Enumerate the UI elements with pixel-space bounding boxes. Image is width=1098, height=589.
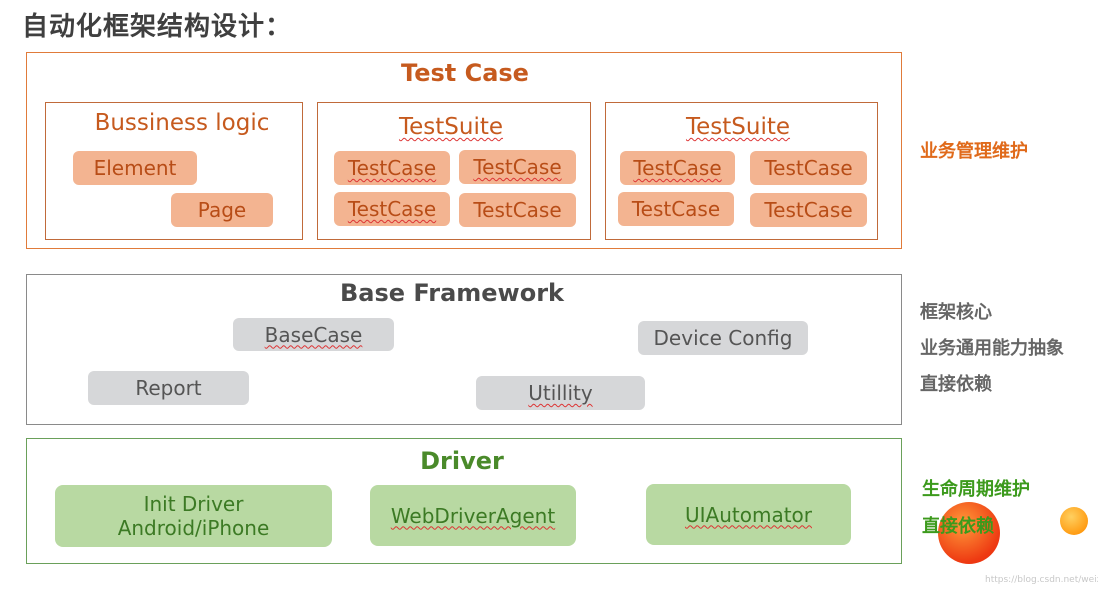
init-driver-platform-label: Android/iPhone: [117, 516, 270, 540]
report-chip: Report: [88, 371, 249, 405]
business-logic-title: Bussiness logic: [94, 110, 270, 136]
test-case-layer: Test Case: [26, 52, 902, 249]
decorative-red-circle: [938, 502, 1000, 564]
uiautomator-label: UIAutomator: [684, 502, 812, 527]
utility-chip: Utillity: [476, 376, 645, 410]
business-logic-box: Bussiness logic: [45, 102, 303, 240]
testcase-chip: TestCase: [459, 150, 576, 184]
test-case-layer-title: Test Case: [401, 59, 529, 87]
testcase-label: TestCase: [473, 155, 562, 179]
basecase-label: BaseCase: [264, 322, 363, 347]
webdriveragent-label: WebDriverAgent: [390, 503, 556, 528]
device-config-chip: Device Config: [638, 321, 808, 355]
testcase-chip: TestCase: [618, 192, 734, 226]
testcase-label: TestCase: [631, 197, 721, 221]
init-driver-chip: Init Driver Android/iPhone: [55, 485, 332, 547]
decorative-orange-circle: [1060, 507, 1088, 535]
testcase-chip: TestCase: [750, 193, 867, 227]
testcase-label: TestCase: [347, 197, 437, 221]
testcase-chip: TestCase: [459, 193, 576, 227]
element-chip: Element: [73, 151, 197, 185]
testsuite-title-1: TestSuite: [398, 114, 504, 140]
testcase-chip: TestCase: [334, 192, 450, 226]
page-title: 自动化框架结构设计：: [22, 12, 293, 42]
report-label: Report: [135, 376, 202, 400]
element-label: Element: [93, 156, 177, 180]
testcase-chip: TestCase: [620, 151, 735, 185]
device-config-label: Device Config: [653, 326, 793, 350]
testsuite-box-1: TestSuite: [317, 102, 591, 240]
webdriveragent-chip: WebDriverAgent: [370, 485, 576, 546]
testsuite-title-2: TestSuite: [685, 114, 791, 140]
base-side-label-2: 业务通用能力抽象: [920, 338, 1064, 359]
test-case-side-label: 业务管理维护: [920, 141, 1028, 162]
basecase-chip: BaseCase: [233, 318, 394, 351]
driver-side-label-2: 直接依赖: [922, 516, 994, 537]
base-framework-title: Base Framework: [339, 279, 565, 307]
uiautomator-chip: UIAutomator: [646, 484, 851, 545]
page-chip: Page: [171, 193, 273, 227]
testcase-label: TestCase: [347, 156, 437, 180]
driver-layer: Driver: [26, 438, 902, 564]
testcase-label: TestCase: [764, 198, 853, 222]
testcase-label: TestCase: [473, 198, 562, 222]
testcase-label: TestCase: [633, 156, 722, 180]
testcase-chip: TestCase: [334, 151, 450, 185]
testcase-label: TestCase: [764, 156, 853, 180]
watermark: https://blog.csdn.net/weixin: [985, 575, 1098, 585]
driver-side-label-1: 生命周期维护: [922, 479, 1030, 500]
base-side-label-1: 框架核心: [920, 302, 992, 323]
utility-label: Utillity: [528, 381, 593, 405]
testcase-chip: TestCase: [750, 151, 867, 185]
base-framework-layer: Base Framework: [26, 274, 902, 425]
driver-layer-title: Driver: [420, 447, 504, 475]
base-side-label-3: 直接依赖: [920, 374, 992, 395]
init-driver-label: Init Driver: [143, 492, 244, 516]
testsuite-box-2: TestSuite: [605, 102, 878, 240]
page-label: Page: [197, 198, 247, 222]
